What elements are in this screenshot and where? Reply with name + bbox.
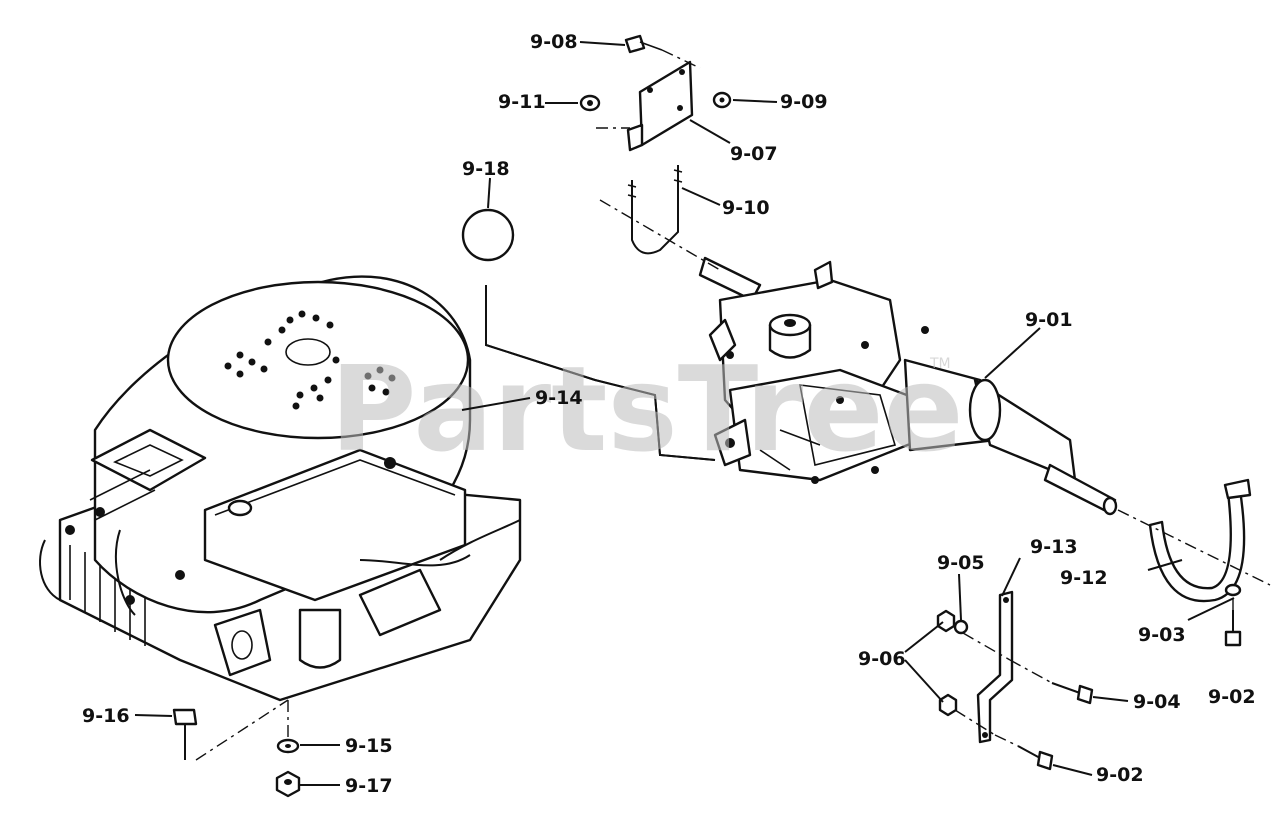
hardware-bolt-9-16[interactable] (172, 708, 198, 760)
label-9-18[interactable]: 9-18 (462, 158, 510, 180)
hardware-nut-9-09[interactable] (712, 91, 732, 109)
hardware-washer-9-15[interactable] (276, 738, 300, 754)
label-9-14[interactable]: 9-14 (535, 387, 583, 409)
label-9-02-strap[interactable]: 9-02 (1208, 686, 1256, 708)
leader-lines (134, 41, 1235, 786)
hardware-nut-9-06-upper[interactable] (936, 609, 956, 633)
hardware-nut-9-06-lower[interactable] (938, 693, 958, 717)
hardware-bolt-9-02-link[interactable] (1017, 745, 1054, 771)
axle-strap[interactable] (1148, 478, 1252, 603)
label-9-12[interactable]: 9-12 (1060, 567, 1108, 589)
watermark: PartsTree (330, 340, 964, 478)
shift-knob[interactable] (461, 208, 515, 262)
label-9-10[interactable]: 9-10 (722, 197, 770, 219)
label-9-16[interactable]: 9-16 (82, 705, 130, 727)
label-9-03[interactable]: 9-03 (1138, 624, 1186, 646)
hardware-bolt-9-04[interactable] (1051, 682, 1094, 705)
shift-lever[interactable] (461, 208, 716, 461)
label-9-13[interactable]: 9-13 (1030, 536, 1078, 558)
transaxle-assembly[interactable] (698, 256, 1118, 516)
label-9-07[interactable]: 9-07 (730, 143, 778, 165)
hardware-nut-9-11[interactable] (579, 94, 601, 112)
vent-holes (224, 310, 396, 410)
label-9-05[interactable]: 9-05 (937, 552, 985, 574)
watermark-trademark: TM (929, 356, 951, 372)
part-labels: 9-08 9-11 9-09 9-07 9-10 9-18 9-01 9-14 … (82, 31, 1256, 797)
engine-assembly[interactable] (39, 275, 522, 702)
hardware-bolt-9-02-strap[interactable] (1224, 610, 1242, 647)
hardware-lockwasher-9-05[interactable] (953, 619, 969, 635)
mounting-bracket[interactable] (626, 60, 694, 152)
label-9-04[interactable]: 9-04 (1133, 691, 1181, 713)
link-bar[interactable] (976, 590, 1014, 744)
hardware-washer-9-03[interactable] (1224, 583, 1242, 597)
label-9-08[interactable]: 9-08 (530, 31, 578, 53)
hardware-nut-9-17[interactable] (275, 770, 301, 798)
label-9-02-link[interactable]: 9-02 (1096, 764, 1144, 786)
label-9-15[interactable]: 9-15 (345, 735, 393, 757)
label-9-06[interactable]: 9-06 (858, 648, 906, 670)
label-9-09[interactable]: 9-09 (780, 91, 828, 113)
assembly-lines (195, 49, 1271, 761)
label-9-17[interactable]: 9-17 (345, 775, 393, 797)
label-9-11[interactable]: 9-11 (498, 91, 546, 113)
u-bolt[interactable] (627, 165, 683, 255)
hardware-bolt-9-08[interactable] (624, 34, 663, 54)
label-9-01[interactable]: 9-01 (1025, 309, 1073, 331)
